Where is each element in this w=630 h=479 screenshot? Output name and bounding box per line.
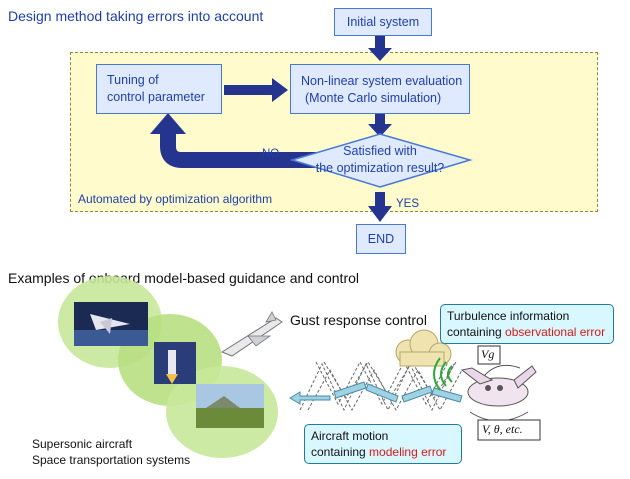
arrow-eval-to-decision-icon	[368, 114, 392, 137]
vg-box	[477, 345, 501, 365]
evaluation-line1: Non-linear system evaluation	[301, 74, 463, 88]
motion-callout: Aircraft motion containing modeling erro…	[304, 424, 462, 464]
arrow-initial-to-eval-icon	[368, 36, 392, 61]
tuning-line2: control parameter	[107, 90, 205, 104]
tuning-line1: Tuning of	[107, 73, 159, 87]
tuning-box: Tuning of control parameter	[96, 64, 222, 114]
turbulence-callout: Turbulence information containing observ…	[440, 304, 614, 344]
space-plane-photo	[74, 302, 148, 346]
end-box: END	[356, 224, 406, 254]
examples-line1: Supersonic aircraft	[32, 437, 133, 451]
motion-prefix: containing	[311, 445, 370, 459]
examples-line2: Space transportation systems	[32, 453, 191, 467]
flight-path-arrows	[289, 381, 463, 405]
turbulence-line2: containing observational error	[447, 324, 607, 340]
decision-line1: Satisfied with	[343, 144, 417, 158]
landscape-photo	[196, 384, 264, 428]
arrow-decision-to-end-icon	[368, 192, 392, 222]
cartoon-aircraft-icon	[460, 364, 537, 422]
arrow-no-loop-icon	[150, 113, 316, 168]
jet-aircraft-icon	[220, 311, 283, 357]
evaluation-line2: (Monte Carlo simulation)	[305, 91, 442, 105]
turbulence-line1: Turbulence information	[447, 309, 570, 323]
no-label: NO	[262, 148, 280, 160]
examples-caption: Supersonic aircraft Space transportation…	[32, 436, 190, 468]
automated-label: Automated by optimization algorithm	[78, 192, 273, 206]
vg-symbol: Vg	[481, 347, 495, 361]
state-box	[477, 419, 541, 441]
turbulence-prefix: containing	[447, 325, 506, 339]
state-symbol: V, θ, etc.	[482, 422, 523, 436]
modeling-error-text: modeling error	[369, 445, 447, 459]
observational-error-text: observational error	[505, 325, 606, 339]
decision-line2: the optimization result?	[315, 161, 445, 175]
signal-waves-icon	[433, 357, 453, 391]
yes-label: YES	[396, 198, 420, 210]
gust-response-title: Gust response control	[290, 312, 427, 328]
initial-system-box: Initial system	[334, 8, 432, 36]
motion-line1: Aircraft motion	[311, 429, 389, 443]
design-method-title: Design method taking errors into account	[8, 8, 264, 24]
launch-photo	[154, 342, 196, 384]
decision-diamond	[289, 133, 473, 188]
arrow-tuning-to-eval-icon	[224, 78, 288, 102]
cloud-icon	[395, 329, 452, 367]
decision-text: Satisfied with the optimization result?	[292, 143, 468, 177]
motion-line2: containing modeling error	[311, 444, 455, 460]
evaluation-box: Non-linear system evaluation (Monte Carl…	[290, 64, 470, 114]
